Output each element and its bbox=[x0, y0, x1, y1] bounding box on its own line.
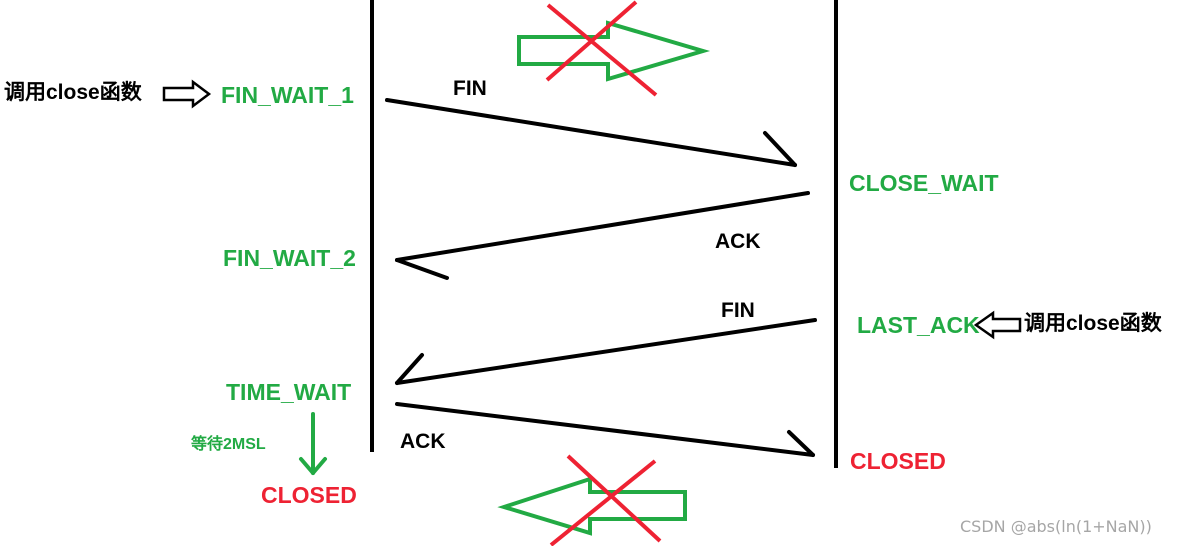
crossed-right-arrow-icon bbox=[517, 0, 711, 97]
fin-arrow-2 bbox=[395, 318, 817, 385]
ack-arrow-2 bbox=[395, 402, 815, 457]
msg-fin-2: FIN bbox=[721, 299, 755, 322]
state-server-closed: CLOSED bbox=[850, 448, 946, 474]
watermark: CSDN @abs(ln(1+NaN)) bbox=[960, 517, 1152, 536]
msg-ack-1: ACK bbox=[715, 230, 761, 253]
crossed-left-arrow-icon bbox=[497, 454, 687, 546]
state-last-ack: LAST_ACK bbox=[857, 312, 980, 338]
msg-ack-2: ACK bbox=[400, 430, 446, 453]
state-client-closed: CLOSED bbox=[261, 482, 357, 508]
right-note-arrow-icon bbox=[973, 310, 1022, 340]
state-time-wait: TIME_WAIT bbox=[226, 379, 352, 405]
state-fin-wait-2: FIN_WAIT_2 bbox=[223, 245, 356, 271]
state-close-wait: CLOSE_WAIT bbox=[849, 170, 999, 196]
right-call-close-note: 调用close函数 bbox=[1024, 312, 1162, 335]
state-fin-wait-1: FIN_WAIT_1 bbox=[221, 82, 354, 108]
wait-2msl-note: 等待2MSL bbox=[191, 436, 266, 453]
ack-arrow-1 bbox=[395, 191, 810, 280]
msg-fin-1: FIN bbox=[453, 77, 487, 100]
left-call-close-note: 调用close函数 bbox=[4, 81, 142, 104]
left-note-arrow-icon bbox=[162, 79, 212, 109]
wait-down-arrow-icon bbox=[299, 412, 327, 475]
fin-arrow-1 bbox=[385, 98, 797, 167]
